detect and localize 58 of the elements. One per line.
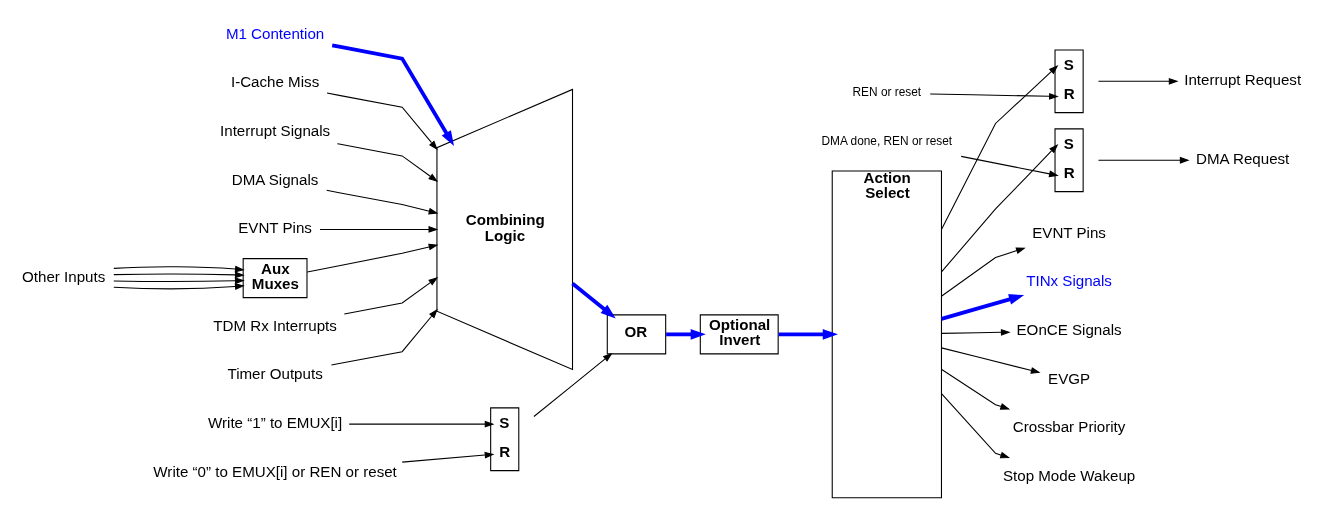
node-text: DMA Signals — [231, 170, 318, 188]
node-text: Interrupt Signals — [219, 121, 330, 139]
node-text: EVNT Pins — [1031, 223, 1106, 241]
arrow — [940, 328, 1011, 336]
arrow — [940, 64, 1058, 230]
node-box: OR — [606, 313, 666, 354]
arrow — [325, 189, 438, 214]
arrow — [401, 451, 494, 463]
node-text: M1 Contention — [225, 24, 324, 42]
node-text: Timer Outputs — [226, 364, 323, 382]
arrow — [343, 276, 438, 314]
arrow — [112, 282, 245, 290]
node-text: DMA Request — [1195, 149, 1289, 167]
arrow — [1097, 156, 1190, 164]
node-text: Write “1” to EMUX[i] — [207, 413, 342, 431]
node-text: REN or reset — [852, 84, 921, 99]
arrow — [326, 92, 438, 150]
node-box: Action Select — [831, 170, 942, 498]
arrow — [306, 243, 438, 273]
node-box: Aux Muxes — [242, 257, 308, 298]
node-text: I-Cache Miss — [230, 72, 319, 90]
arrow — [330, 308, 438, 366]
arrow — [940, 346, 1041, 374]
node-box: Combining Logic — [435, 88, 573, 370]
arrow — [336, 142, 438, 182]
arrow — [112, 265, 245, 272]
arrow — [665, 328, 706, 340]
arrow — [331, 43, 454, 146]
arrow — [348, 420, 494, 428]
node-text: TDM Rx Interrupts — [212, 316, 337, 334]
node-text: TINx Signals — [1025, 271, 1112, 289]
node-text: DMA done, REN or reset — [821, 133, 952, 148]
arrow — [940, 368, 1010, 410]
node-text: Other Inputs — [21, 267, 105, 285]
node-box: S R — [1054, 48, 1084, 113]
node-text: Interrupt Request — [1183, 70, 1301, 88]
node-text: Write “0” to EMUX[i] or REN or reset — [152, 462, 397, 480]
arrow — [940, 246, 1026, 296]
arrow — [112, 276, 245, 284]
arrow — [940, 392, 1010, 458]
arrow — [940, 143, 1058, 272]
arrow — [1097, 77, 1179, 85]
arrow — [929, 92, 1059, 100]
node-text: Crossbar Priority — [1012, 417, 1125, 435]
node-box: Optional Invert — [699, 313, 779, 354]
node-box: S R — [489, 406, 519, 471]
node-text: EVNT Pins — [237, 218, 312, 236]
arrow — [778, 328, 838, 340]
arrow — [570, 281, 616, 318]
node-text: Stop Mode Wakeup — [1002, 466, 1135, 484]
node-text: EVGP — [1047, 369, 1090, 387]
node-box: S R — [1054, 127, 1084, 192]
arrow — [960, 155, 1059, 177]
arrow — [532, 352, 613, 417]
arrow — [940, 293, 1024, 321]
node-text: EOnCE Signals — [1016, 320, 1122, 338]
arrow — [112, 271, 245, 278]
arrow — [318, 225, 438, 233]
